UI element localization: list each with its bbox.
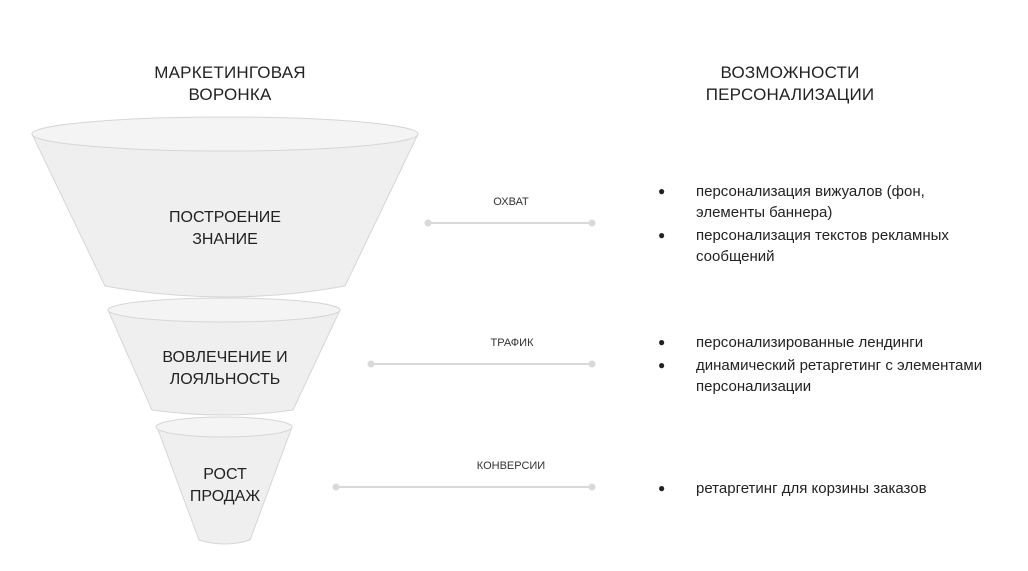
stage-label-sales-line-2: ПРОДАЖ (189, 488, 261, 505)
funnel-stage-2-top (107, 297, 341, 323)
funnel-stage-3-top (155, 416, 293, 438)
stage-1-bullet-list: ● персонализация вижуалов (фон, элементы… (658, 181, 988, 269)
connector-dot-reach-end (588, 219, 596, 227)
bullet-icon: ● (658, 358, 666, 372)
stage-3-bullet-list: ● ретаргетинг для корзины заказов (658, 478, 988, 501)
personalization-heading-line-1: ВОЗМОЖНОСТИ (720, 63, 860, 82)
connector-label-traffic: ТРАФИК (490, 337, 534, 349)
connector-label-conversion: КОНВЕРСИИ (476, 460, 546, 472)
stage-2-bullet-list: ● персонализированные лендинги ● динамич… (658, 332, 988, 399)
funnel-stage-1-top (31, 116, 419, 152)
connector-dot-traffic-start (367, 360, 375, 368)
bullet-icon: ● (658, 481, 666, 495)
connector-dot-traffic-end (588, 360, 596, 368)
list-item-text: персонализация текстов рекламных сообщен… (696, 227, 949, 265)
stage-label-awareness-line-1: ПОСТРОЕНИЕ (169, 209, 281, 226)
stage-label-awareness-line-2: ЗНАНИЕ (192, 231, 258, 248)
stage-label-sales-line-1: РОСТ (203, 466, 247, 483)
list-item: ● динамический ретаргетинг с элементами … (658, 355, 988, 397)
stage-label-engagement: ВОВЛЕЧЕНИЕ И ЛОЯЛЬНОСТЬ (125, 347, 325, 391)
list-item: ● персонализированные лендинги (658, 332, 988, 353)
list-item-text: ретаргетинг для корзины заказов (696, 480, 927, 497)
list-item-text: динамический ретаргетинг с элементами пе… (696, 357, 983, 395)
stage-label-engagement-line-2: ЛОЯЛЬНОСТЬ (169, 371, 281, 388)
bullet-icon: ● (658, 335, 666, 349)
list-item-text: персонализация вижуалов (фон, элементы б… (696, 183, 925, 221)
bullet-icon: ● (658, 228, 666, 242)
list-item: ● персонализация вижуалов (фон, элементы… (658, 181, 988, 223)
funnel-heading: МАРКЕТИНГОВАЯ ВОРОНКА (115, 62, 345, 106)
funnel-heading-line-2: ВОРОНКА (188, 85, 272, 104)
personalization-heading: ВОЗМОЖНОСТИ ПЕРСОНАЛИЗАЦИИ (660, 62, 920, 106)
connector-dot-reach-start (424, 219, 432, 227)
stage-label-awareness: ПОСТРОЕНИЕ ЗНАНИЕ (125, 207, 325, 251)
bullet-icon: ● (658, 184, 666, 198)
list-item: ● ретаргетинг для корзины заказов (658, 478, 988, 499)
list-item: ● персонализация текстов рекламных сообщ… (658, 225, 988, 267)
connector-label-reach: ОХВАТ (493, 196, 529, 208)
stage-label-sales: РОСТ ПРОДАЖ (150, 464, 300, 508)
stage-label-engagement-line-1: ВОВЛЕЧЕНИЕ И (162, 349, 288, 366)
personalization-heading-line-2: ПЕРСОНАЛИЗАЦИИ (705, 85, 875, 104)
connector-dot-conversion-start (332, 483, 340, 491)
funnel-heading-line-1: МАРКЕТИНГОВАЯ (154, 63, 306, 82)
connector-dot-conversion-end (588, 483, 596, 491)
list-item-text: персонализированные лендинги (696, 334, 924, 351)
